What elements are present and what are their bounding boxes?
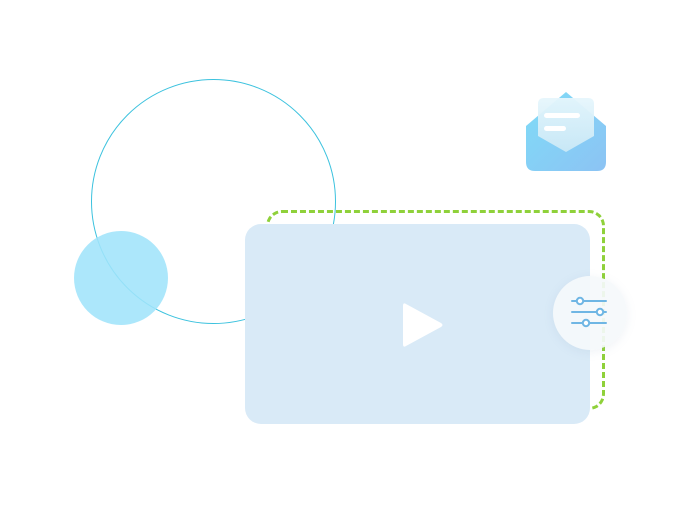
play-icon[interactable]	[400, 300, 446, 350]
filled-circle	[74, 231, 168, 325]
outline-circle	[91, 79, 336, 324]
open-envelope-icon	[526, 92, 606, 171]
sliders-icon	[571, 296, 607, 328]
settings-button[interactable]	[553, 276, 627, 350]
